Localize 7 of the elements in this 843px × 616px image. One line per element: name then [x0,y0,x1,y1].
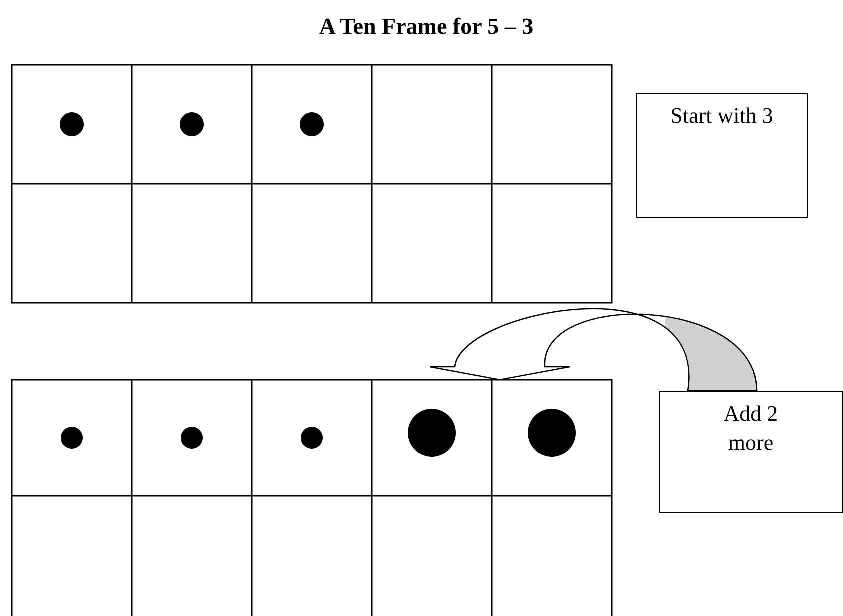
box-text: Add 2 more [722,400,780,457]
ten-frame-drawing [11,379,613,616]
text-box [636,93,808,218]
title: A Ten Frame for 5 – 3 [318,14,535,40]
box-text: Start with 3 [670,102,774,130]
text-box [659,391,843,513]
curved-block-arrow [429,308,758,392]
